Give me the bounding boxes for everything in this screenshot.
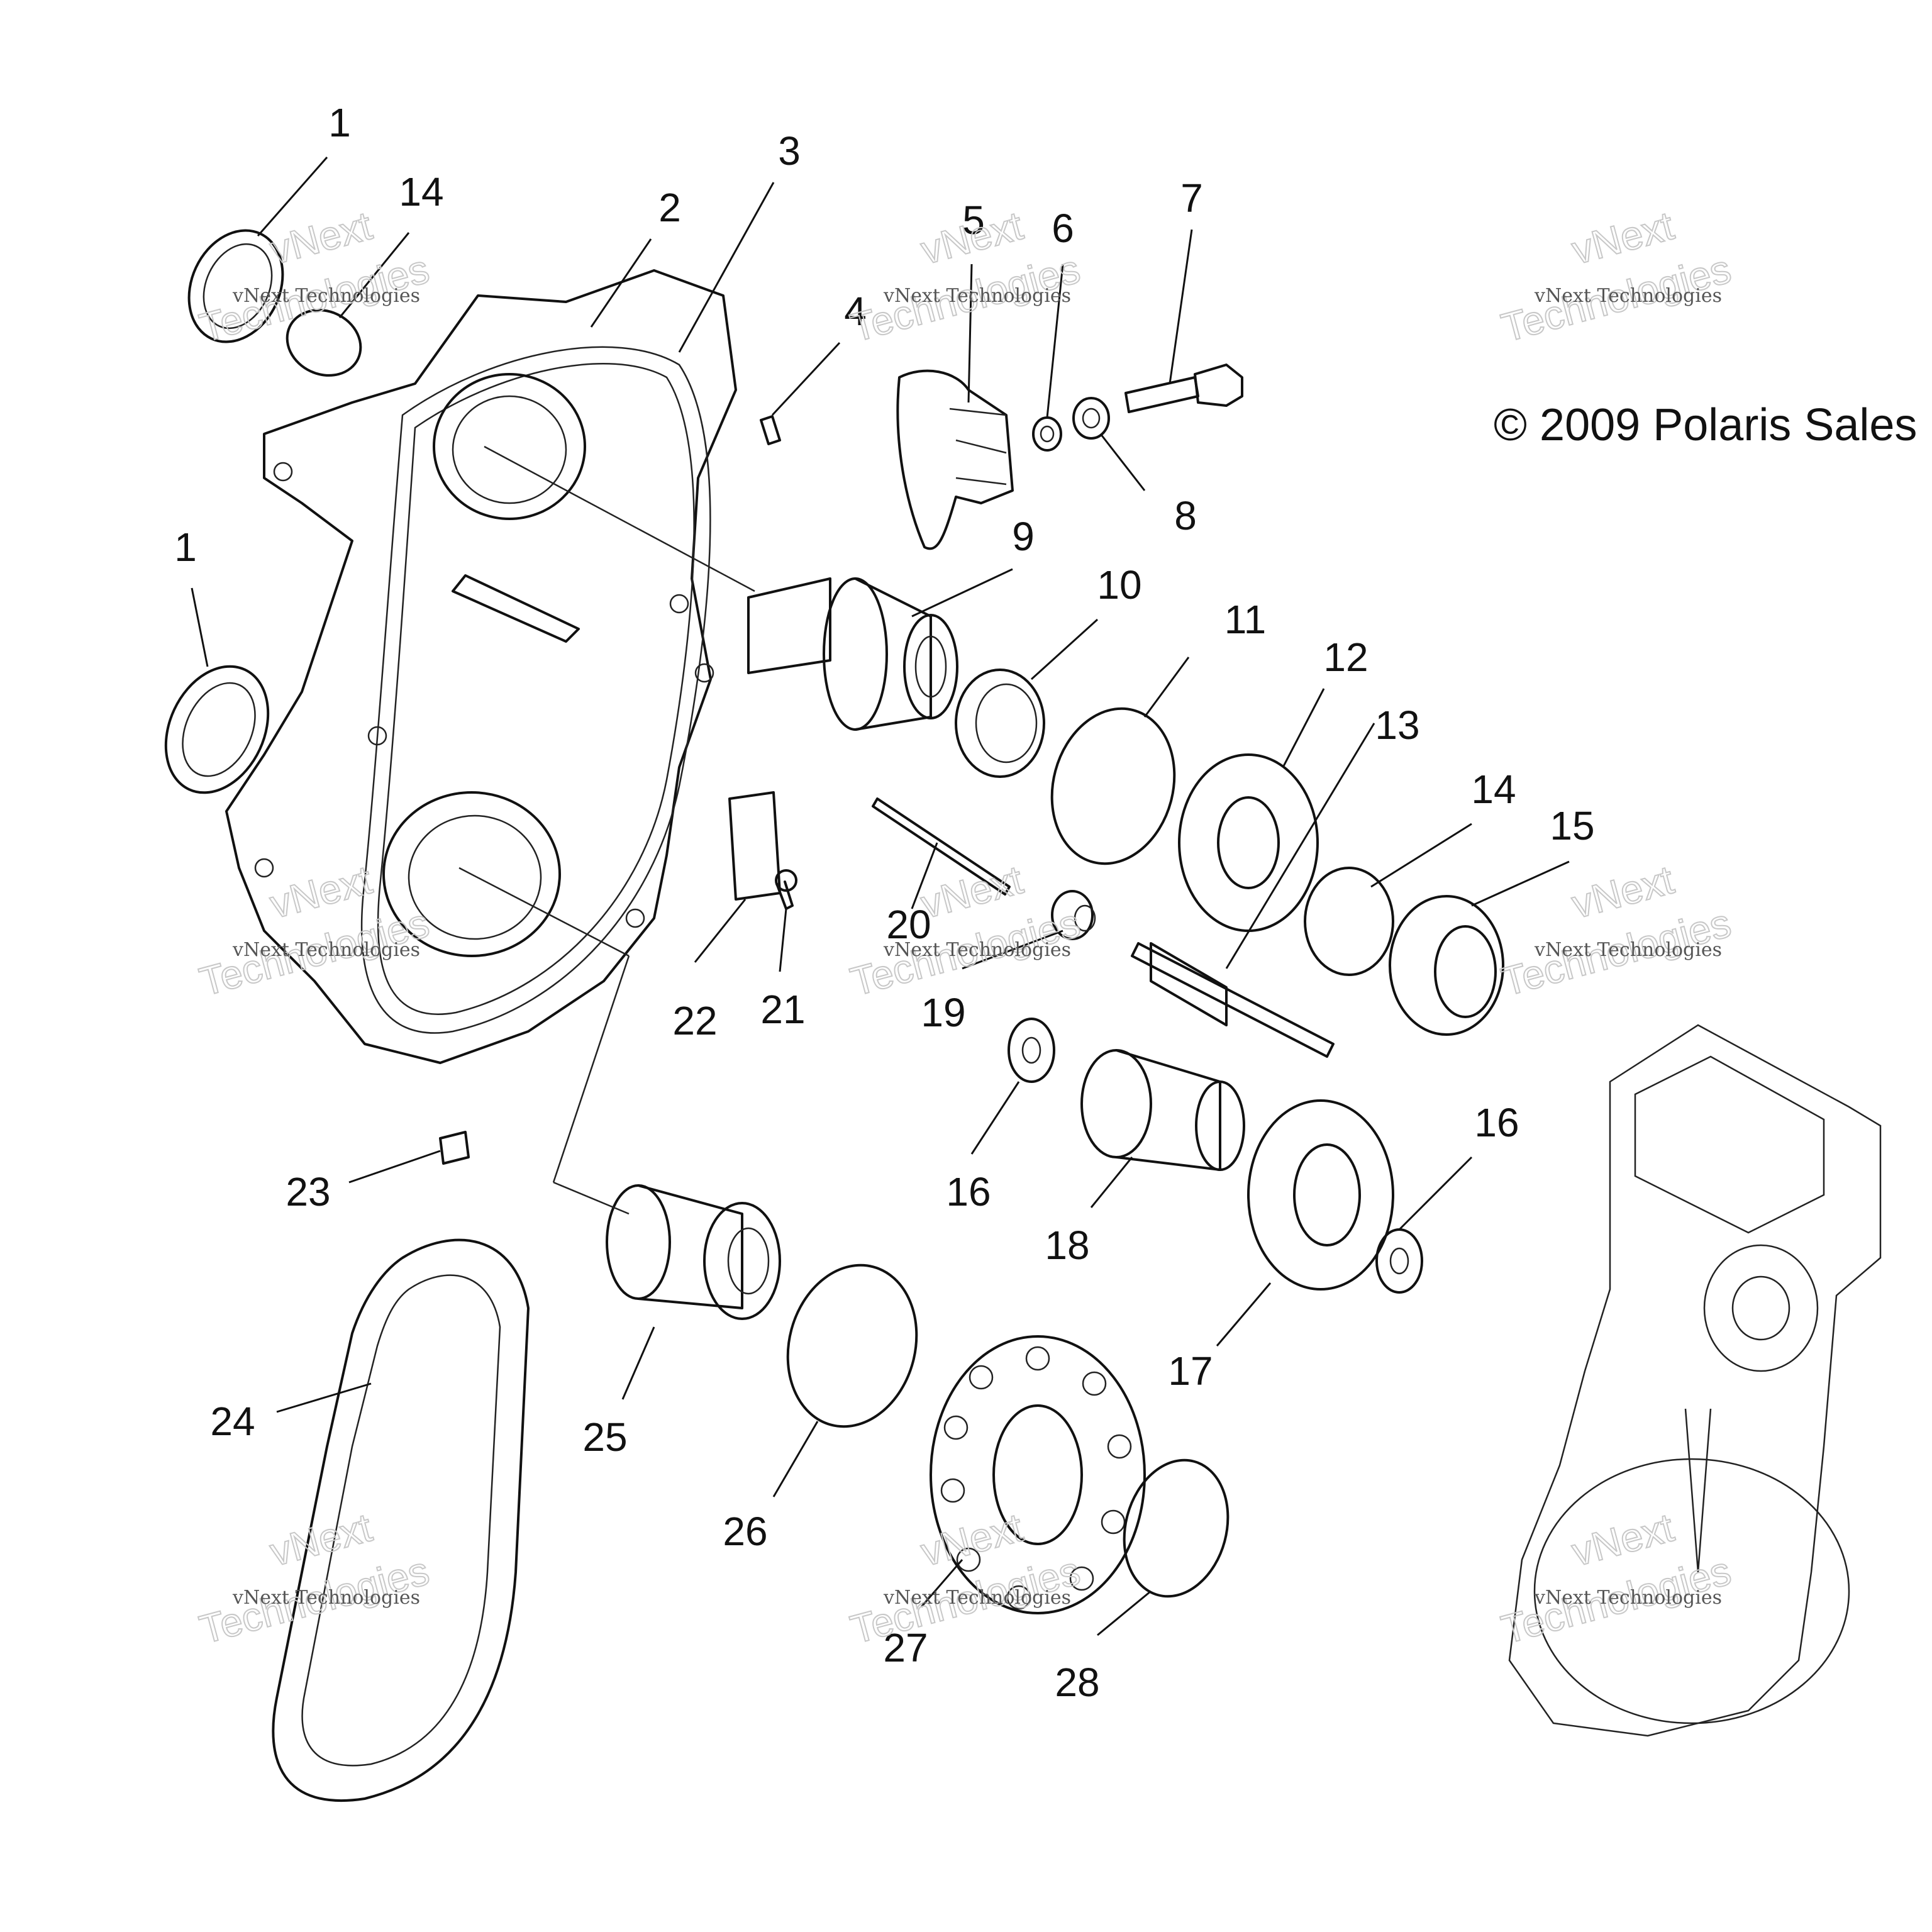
- copyright-notice: © 2009 Polaris Sales: [1494, 400, 1917, 450]
- watermark-3: vNext Technologies vNext Technologies: [1496, 202, 1736, 351]
- watermark-8: vNext Technologies vNext Technologies: [845, 1504, 1085, 1653]
- callout-23: 23: [286, 1169, 330, 1214]
- svg-text:vNext Technologies: vNext Technologies: [232, 1587, 420, 1609]
- svg-text:vNext Technologies: vNext Technologies: [883, 1587, 1071, 1609]
- svg-text:vNext Technologies: vNext Technologies: [1534, 1587, 1722, 1609]
- callout-3: 3: [778, 128, 801, 174]
- callout-20: 20: [886, 902, 931, 947]
- callout-4: 4: [844, 289, 867, 334]
- bolt-7: [1124, 364, 1243, 413]
- callout-14-top: 14: [399, 169, 443, 214]
- callout-2: 2: [658, 185, 681, 230]
- callout-24: 24: [210, 1399, 255, 1444]
- callout-9: 9: [1012, 514, 1035, 559]
- nut-8: [1072, 397, 1110, 440]
- washer-6: [1032, 416, 1062, 452]
- callout-12: 12: [1323, 635, 1368, 680]
- tensioner-5: [896, 369, 1014, 550]
- gearcase-housing: [225, 269, 737, 1064]
- callout-11: 11: [1224, 597, 1266, 642]
- sprocket-gear-27: [930, 1335, 1146, 1614]
- callout-17: 17: [1168, 1348, 1213, 1394]
- callout-18: 18: [1045, 1223, 1089, 1268]
- seal-1-lower: [164, 665, 270, 794]
- shift-shaft-13: [1131, 942, 1335, 1058]
- snap-ring-14-lower: [1304, 867, 1394, 976]
- callout-5: 5: [962, 197, 985, 243]
- snap-ring-11: [1050, 707, 1176, 865]
- svg-text:vNext Technologies: vNext Technologies: [1534, 285, 1722, 307]
- drive-sprocket-9: [747, 577, 958, 731]
- callout-16-right: 16: [1474, 1100, 1519, 1145]
- gear-12: [1178, 753, 1319, 932]
- svg-text:vNext Technologies: vNext Technologies: [232, 939, 420, 961]
- callout-labels: 1 14 2 3 4 5 6 7 8 1 9 10 11 12 13 14 15…: [174, 100, 1594, 1705]
- watermark-7: vNext Technologies vNext Technologies: [194, 1504, 434, 1653]
- callout-22: 22: [672, 998, 717, 1043]
- callout-19: 19: [921, 990, 965, 1035]
- callout-14-lower: 14: [1471, 767, 1516, 812]
- callout-10: 10: [1097, 562, 1141, 608]
- svg-text:vNext Technologies: vNext Technologies: [232, 285, 420, 307]
- callout-15: 15: [1550, 803, 1594, 848]
- snap-ring-14-top: [286, 309, 362, 377]
- callout-6: 6: [1052, 206, 1074, 251]
- drive-chain-24: [272, 1238, 530, 1802]
- assembled-view: [1508, 1024, 1882, 1737]
- watermark-5: vNext Technologies vNext Technologies: [845, 856, 1085, 1005]
- svg-text:vNext Technologies: vNext Technologies: [883, 939, 1071, 961]
- gear-shaft-18: [1080, 1049, 1245, 1171]
- drain-plug-23: [439, 1131, 470, 1165]
- washer-16-left: [1008, 1018, 1055, 1083]
- screw-21: [775, 869, 797, 910]
- callout-21: 21: [760, 987, 805, 1032]
- svg-text:vNext Technologies: vNext Technologies: [883, 285, 1071, 307]
- svg-text:vNext Technologies: vNext Technologies: [1534, 939, 1722, 961]
- callout-7: 7: [1180, 175, 1203, 221]
- callout-16-left: 16: [946, 1169, 991, 1214]
- part-illustrations: [164, 229, 1882, 1802]
- collar-19: [1051, 890, 1096, 940]
- callout-28: 28: [1055, 1660, 1099, 1705]
- callout-13: 13: [1375, 702, 1419, 748]
- dowel-pin-4: [760, 415, 781, 445]
- snap-ring-28: [1123, 1458, 1230, 1598]
- callout-8: 8: [1174, 493, 1197, 538]
- callout-25: 25: [582, 1414, 627, 1460]
- callout-1-lower: 1: [174, 525, 197, 570]
- shaft-20: [872, 797, 1011, 896]
- watermark-1: vNext Technologies vNext Technologies: [194, 202, 434, 351]
- snap-ring-26: [786, 1263, 918, 1428]
- gear-17: [1247, 1099, 1394, 1291]
- callout-26: 26: [723, 1509, 767, 1554]
- callout-27: 27: [883, 1625, 928, 1670]
- bearing-10: [955, 669, 1045, 778]
- watermark-9: vNext Technologies vNext Technologies: [1496, 1504, 1736, 1653]
- callout-1-top: 1: [328, 100, 351, 145]
- plate-22: [728, 791, 781, 901]
- leader-lines: [191, 157, 1570, 1636]
- gear-15: [1389, 895, 1504, 1036]
- watermark-2: vNext Technologies vNext Technologies: [845, 202, 1085, 351]
- washer-16-right: [1375, 1228, 1423, 1294]
- sprocket-25: [606, 1184, 781, 1320]
